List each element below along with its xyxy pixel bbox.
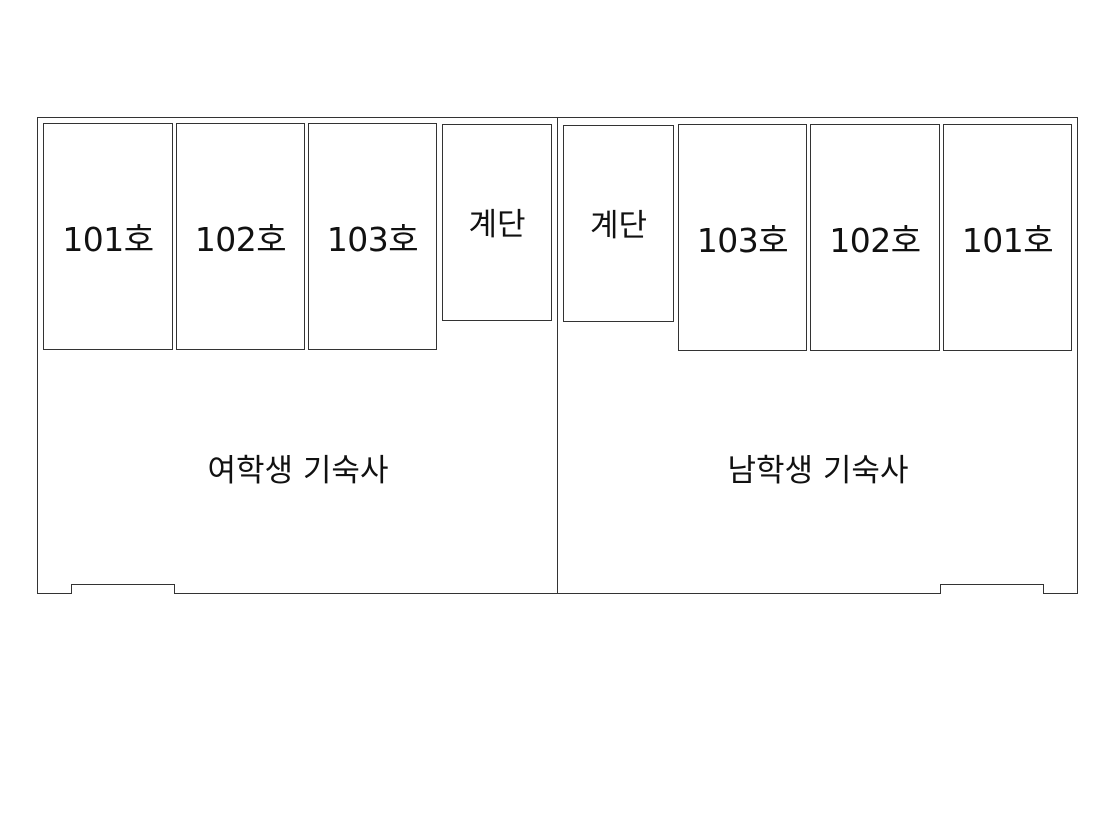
female-room-102-label: 102호 [194, 219, 287, 259]
female-stairs-label: 계단 [468, 207, 526, 243]
male-stairs-label: 계단 [589, 208, 648, 244]
female-room-101-label: 101호 [62, 219, 154, 259]
female-room-101: 101호 [43, 123, 173, 350]
female-room-102: 102호 [176, 123, 305, 350]
male-room-102-label: 102호 [829, 220, 921, 260]
male-room-102: 102호 [810, 124, 940, 351]
female-room-103: 103호 [308, 123, 437, 350]
male-room-101-label: 101호 [961, 220, 1054, 260]
female-dorm-label: 여학생 기숙사 [207, 453, 389, 489]
male-room-101: 101호 [943, 124, 1072, 351]
female-dorm-entrance [71, 584, 175, 594]
male-room-103: 103호 [678, 124, 807, 351]
male-dorm-label: 남학생 기숙사 [727, 453, 909, 489]
male-dorm-entrance [940, 584, 1044, 594]
female-stairs: 계단 [442, 124, 552, 321]
female-room-103-label: 103호 [326, 219, 419, 259]
male-room-103-label: 103호 [696, 220, 789, 260]
male-stairs: 계단 [563, 125, 674, 322]
